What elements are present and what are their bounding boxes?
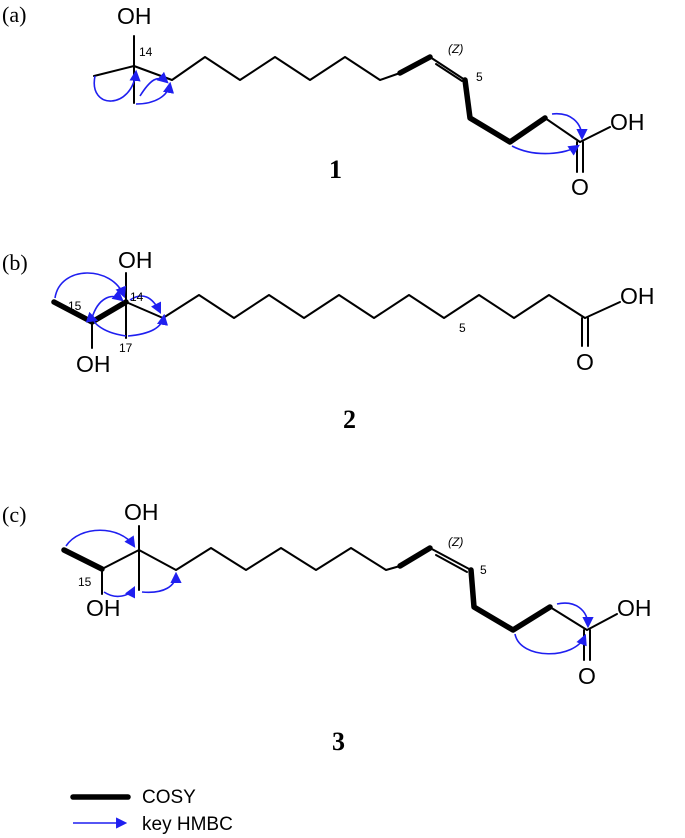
panel-a: (a) OH 14 (Z) 5 OH O 1	[2, 2, 645, 200]
stereo-label: (Z)	[448, 535, 463, 549]
hydroxyl-label-bottom: OH	[76, 351, 111, 377]
acid-oh-label: OH	[617, 595, 652, 621]
compound-number: 1	[329, 155, 342, 184]
hmbc-arrow	[511, 144, 580, 156]
legend-hmbc-label: key HMBC	[142, 814, 233, 835]
hmbc-arrow	[91, 290, 124, 319]
hmbc-arrow	[127, 313, 169, 337]
carbon-number-5: 5	[459, 321, 466, 335]
hmbc-arrow	[139, 71, 169, 97]
hydroxyl-label: OH	[117, 3, 152, 29]
cosy-chain	[462, 77, 548, 145]
hmbc-arrow	[103, 585, 136, 599]
legend: COSY key HMBC	[70, 787, 233, 835]
chain	[125, 294, 586, 319]
panel-c: (c) OH 15 OH (Z) 5 OH O 3	[2, 499, 652, 756]
bond	[579, 126, 611, 143]
hmbc-arrow	[85, 311, 127, 337]
hmbc-arrow	[514, 633, 587, 655]
hydroxyl-label: OH	[118, 247, 153, 273]
legend-cosy-label: COSY	[142, 787, 196, 808]
double-bond	[429, 547, 472, 571]
carbonyl-o-label: O	[571, 174, 589, 200]
panel-b-label: (b)	[2, 250, 28, 275]
hmbc-arrow	[93, 69, 141, 102]
carbon-number-15: 15	[78, 575, 92, 589]
panel-c-label: (c)	[2, 502, 26, 527]
panel-b: (b) OH 14 15 OH 17 5 OH O 2	[2, 247, 655, 434]
hmbc-arrow	[551, 113, 588, 141]
cosy-chain	[51, 299, 129, 325]
carbon-number-14: 14	[139, 45, 153, 59]
carbon-number-14: 14	[130, 290, 144, 304]
chain	[133, 56, 401, 81]
panel-a-label: (a)	[2, 2, 26, 27]
carbon-number-17: 17	[119, 341, 133, 355]
cosy-bond	[397, 54, 433, 76]
double-bond-inner	[435, 63, 463, 82]
carbonyl-o-label: O	[578, 663, 596, 689]
hmbc-arrow	[54, 272, 126, 299]
carbon-number-15: 15	[68, 299, 82, 313]
bond	[93, 65, 135, 77]
bond	[586, 613, 618, 631]
compound-number: 3	[332, 727, 345, 756]
bond	[544, 117, 581, 143]
carbon-number-5: 5	[480, 563, 487, 577]
compound-number: 2	[343, 405, 356, 434]
carbon-number-5: 5	[476, 70, 483, 84]
chain	[138, 547, 401, 571]
stereo-label: (Z)	[448, 42, 463, 56]
hydroxyl-label-bottom: OH	[86, 595, 121, 621]
cosy-bond	[397, 545, 433, 569]
bond	[584, 301, 621, 319]
cosy-bond	[61, 547, 105, 572]
carbonyl-o-label: O	[576, 349, 594, 375]
bond	[101, 549, 140, 570]
acid-oh-label: OH	[610, 109, 645, 135]
bond	[549, 606, 588, 631]
double-bond-inner	[435, 554, 468, 573]
hmbc-arrow	[135, 81, 175, 105]
double-bond	[429, 56, 466, 81]
hmbc-arrow	[141, 571, 182, 594]
acid-oh-label: OH	[620, 283, 655, 309]
hmbc-arrow	[65, 529, 136, 548]
cosy-chain	[468, 567, 553, 633]
hydroxyl-label: OH	[124, 499, 159, 525]
hmbc-arrow	[556, 602, 594, 629]
hmbc-arrow	[129, 295, 162, 315]
